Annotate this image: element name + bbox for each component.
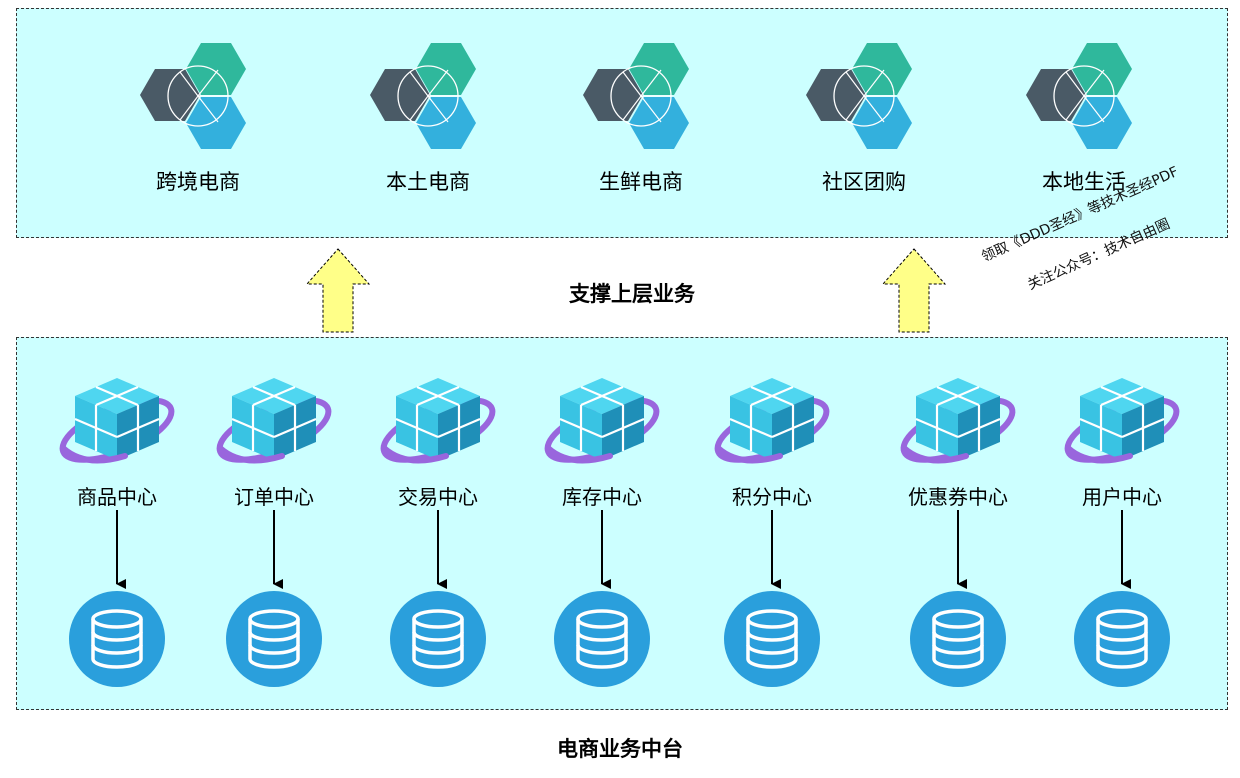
service-cube (55, 368, 185, 482)
up-arrow-left (305, 248, 371, 333)
service-database (390, 591, 486, 691)
cube-ring-icon (1064, 378, 1180, 464)
cube-ring-icon (714, 378, 830, 464)
business-label: 跨境电商 (156, 170, 240, 194)
cube-ring-icon (544, 378, 660, 464)
platform-caption: 电商业务中台 (557, 737, 683, 761)
service-label: 订单中心 (232, 481, 316, 510)
database-icon (1074, 591, 1170, 687)
cube-ring-icon (380, 378, 496, 464)
service-cube (540, 368, 670, 482)
business-label: 生鲜电商 (599, 170, 683, 194)
support-caption: 支撑上层业务 (569, 282, 695, 306)
service-label: 用户中心 (1080, 481, 1164, 510)
service-database (226, 591, 322, 691)
service-database (910, 591, 1006, 691)
database-icon (390, 591, 486, 687)
hexagon-cluster-icon (583, 43, 689, 149)
business-item (368, 40, 488, 156)
service-cube (896, 368, 1026, 482)
service-database (554, 591, 650, 691)
business-label: 本土电商 (386, 170, 470, 194)
service-database (69, 591, 165, 691)
service-cube (376, 368, 506, 482)
service-label: 库存中心 (560, 481, 644, 510)
business-label: 社区团购 (822, 170, 906, 194)
service-label: 交易中心 (396, 481, 480, 510)
database-icon (724, 591, 820, 687)
business-item (1024, 40, 1144, 156)
up-arrow-right (881, 248, 947, 333)
hexagon-cluster-icon (1026, 43, 1132, 149)
business-item (804, 40, 924, 156)
database-icon (69, 591, 165, 687)
hexagon-cluster-icon (806, 43, 912, 149)
service-label: 优惠券中心 (906, 481, 1010, 510)
database-icon (554, 591, 650, 687)
service-cube (710, 368, 840, 482)
business-item (581, 40, 701, 156)
service-label: 积分中心 (730, 481, 814, 510)
service-cube (212, 368, 342, 482)
hexagon-cluster-icon (370, 43, 476, 149)
service-database (724, 591, 820, 691)
cube-ring-icon (59, 378, 175, 464)
cube-ring-icon (216, 378, 332, 464)
service-database (1074, 591, 1170, 691)
cube-ring-icon (900, 378, 1016, 464)
service-label: 商品中心 (75, 481, 159, 510)
database-icon (226, 591, 322, 687)
database-icon (910, 591, 1006, 687)
business-item (138, 40, 258, 156)
service-cube (1060, 368, 1190, 482)
business-label: 本地生活 (1042, 170, 1126, 194)
hexagon-cluster-icon (140, 43, 246, 149)
